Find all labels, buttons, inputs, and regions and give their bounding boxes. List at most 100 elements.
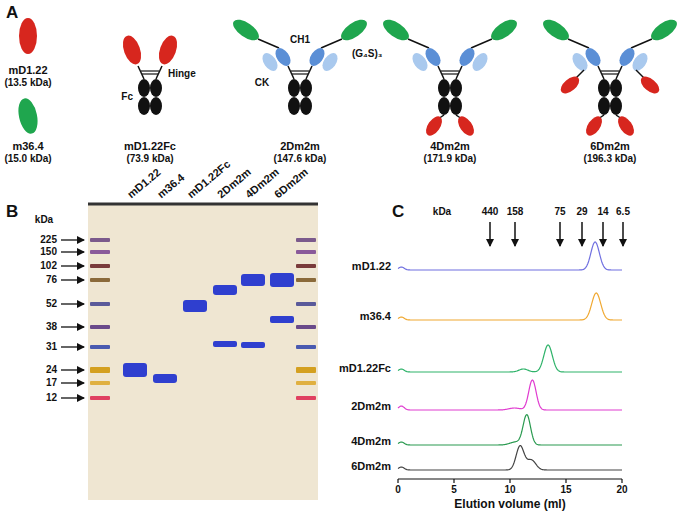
standard-size: 29 — [576, 206, 587, 218]
ladder-arrow — [61, 265, 84, 266]
standard-size: 14 — [597, 206, 608, 218]
construct-schematic — [423, 114, 477, 139]
protein-band — [241, 274, 265, 286]
tick-label: 0 — [395, 484, 401, 496]
ladder-band — [296, 250, 316, 254]
ladder-band — [90, 302, 110, 306]
ladder-arrow — [61, 346, 84, 347]
ladder-band — [296, 381, 316, 385]
protein-band — [213, 341, 237, 347]
ladder-arrow — [61, 240, 84, 398]
protein-band — [183, 300, 207, 312]
construct-name: 4Dm2m — [430, 140, 470, 153]
x-axis — [621, 479, 622, 483]
construct-name: m36.4 — [12, 140, 43, 153]
sds-page-gel — [88, 203, 318, 206]
protein-band — [123, 363, 147, 377]
elution-trace — [398, 293, 622, 320]
standard-arrow — [490, 222, 623, 246]
construct-schematic — [155, 33, 180, 67]
standard-arrow — [622, 222, 624, 246]
ladder-size: 17 — [46, 377, 57, 389]
ladder-arrow — [61, 369, 84, 370]
elution-trace — [398, 345, 622, 372]
construct-schematic — [438, 66, 462, 115]
lane-label: mD1.22 — [125, 166, 163, 201]
construct-schematic — [288, 66, 312, 115]
elution-trace — [398, 242, 622, 270]
molecular-weight: (15.0 kDa) — [4, 153, 51, 165]
construct-schematic — [230, 16, 294, 74]
construct-schematic — [540, 16, 604, 74]
domain-label: CK — [255, 77, 269, 89]
ladder-arrow — [61, 239, 84, 240]
construct-schematic — [598, 66, 622, 115]
ladder-band — [90, 345, 110, 349]
construct-schematic — [119, 33, 144, 67]
tick-label: 10 — [504, 484, 515, 496]
construct-schematic — [138, 66, 162, 115]
ladder-arrow — [61, 326, 84, 327]
sec-chromatogram — [398, 222, 623, 483]
x-axis — [398, 479, 622, 483]
domain-label: Hinge — [168, 68, 196, 80]
molecular-weight: (73.9 kDa) — [126, 153, 173, 165]
molecular-weight: (13.5 kDa) — [4, 77, 51, 89]
ladder-band — [90, 367, 110, 373]
ladder-size: 24 — [46, 364, 57, 376]
sds-page-gel — [61, 203, 318, 500]
standard-size: 75 — [554, 206, 565, 218]
panel-letter: C — [392, 202, 404, 222]
construct-schematic — [616, 16, 680, 74]
ladder-size: 150 — [40, 246, 57, 258]
ladder-band — [296, 367, 316, 373]
ladder-band — [296, 325, 316, 329]
construct-name: mD1.22 — [8, 64, 47, 77]
axis-title: Elution volume (ml) — [454, 498, 565, 512]
ladder-arrow — [61, 397, 84, 398]
trace-label: mD1.22 — [352, 260, 391, 273]
axis-unit: kDa — [433, 206, 451, 218]
protein-band — [270, 316, 294, 323]
construct-name: 2Dm2m — [280, 140, 320, 153]
construct-schematic — [583, 114, 637, 139]
ladder-band — [296, 345, 316, 349]
tick-label: 15 — [560, 484, 571, 496]
elution-trace — [398, 415, 622, 445]
ladder-arrow — [61, 251, 84, 252]
axis-unit: kDa — [35, 214, 53, 226]
x-axis — [565, 479, 566, 483]
ladder-band — [296, 302, 316, 306]
construct-schematic — [558, 70, 584, 97]
protein-band — [123, 273, 294, 383]
protein-band — [153, 374, 177, 383]
protein-band — [241, 342, 265, 348]
standard-size: 158 — [507, 206, 524, 218]
ladder-size: 102 — [40, 260, 57, 272]
standard-arrow — [581, 222, 583, 246]
construct-name: mD1.22Fc — [124, 140, 176, 153]
trace-label: 6Dm2m — [351, 460, 391, 473]
ladder-band — [90, 238, 316, 400]
elution-trace — [398, 242, 622, 470]
ladder-band — [90, 250, 110, 254]
panel-letter: A — [6, 3, 18, 23]
trace-label: mD1.22Fc — [339, 362, 391, 375]
construct-schematic — [636, 70, 662, 97]
standard-arrow — [559, 222, 561, 246]
ladder-band — [90, 381, 110, 385]
ladder-size: 225 — [40, 234, 57, 246]
sds-page-gel — [88, 203, 318, 500]
x-axis — [509, 479, 510, 483]
trace-label: 4Dm2m — [351, 435, 391, 448]
ladder-size: 52 — [46, 298, 57, 310]
protein-band — [270, 273, 294, 287]
protein-band — [213, 285, 237, 295]
x-axis — [453, 479, 454, 483]
linker-label: (G₄S)₃ — [352, 48, 383, 60]
ladder-size: 31 — [46, 341, 57, 353]
trace-label: m36.4 — [360, 310, 391, 323]
elution-trace — [398, 446, 622, 470]
